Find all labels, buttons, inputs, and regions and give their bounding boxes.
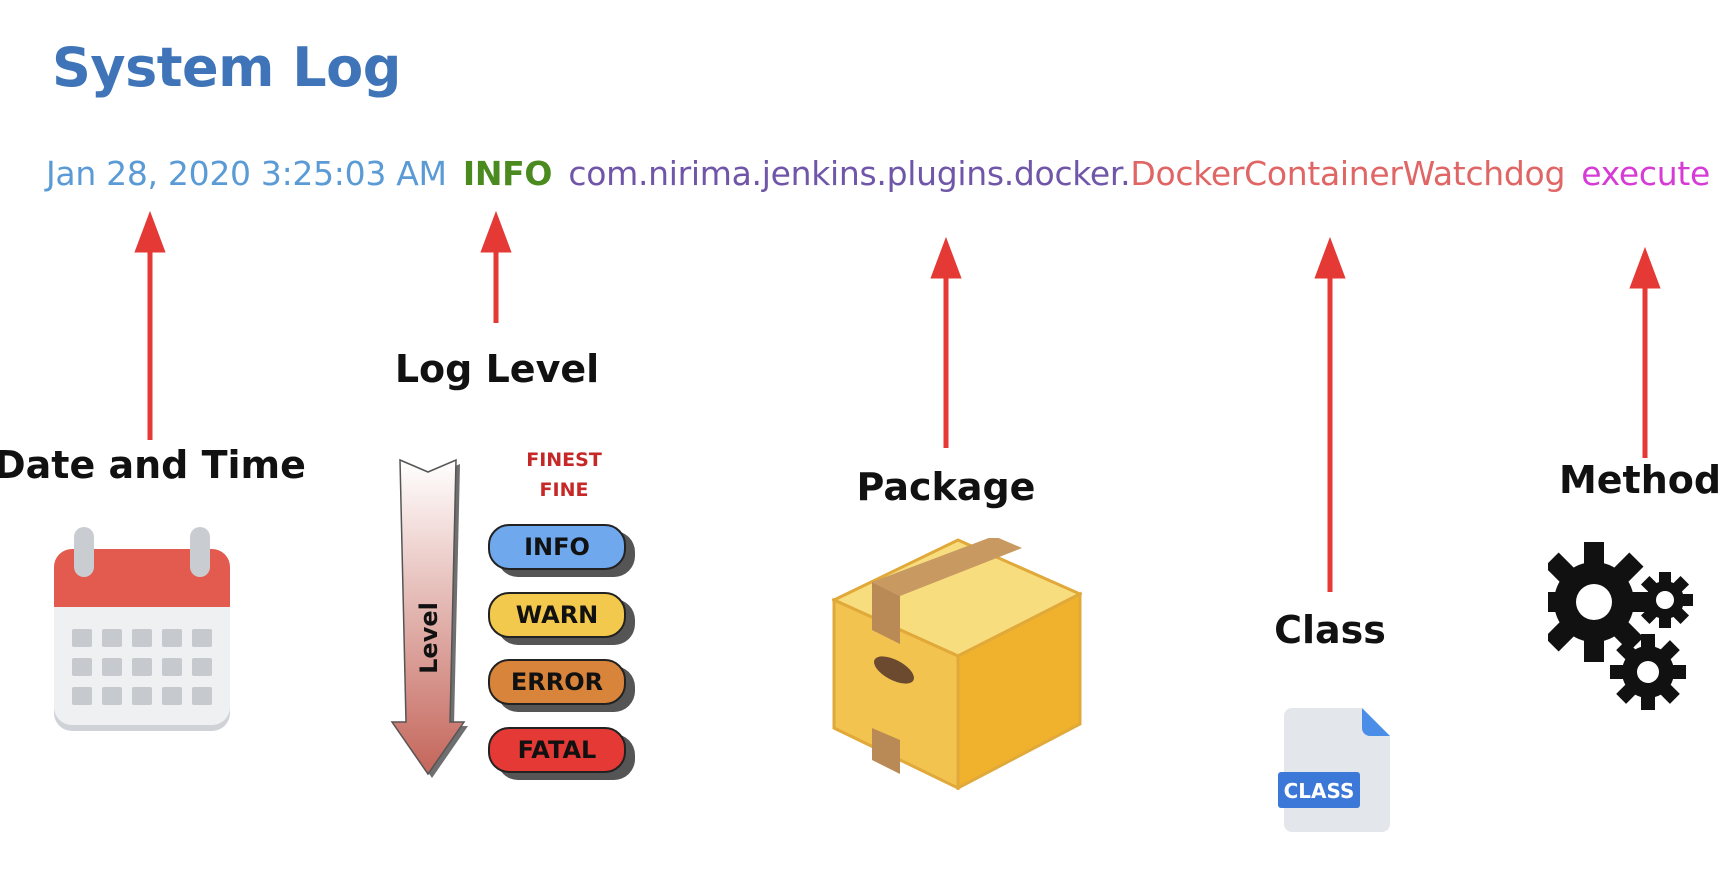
log-line: Jan 28, 2020 3:25:03 AM INFO com.nirima.… (46, 154, 1710, 193)
arrowhead-class (1314, 236, 1346, 279)
level-fine: FINE (539, 479, 589, 501)
level-finest: FINEST (526, 449, 602, 471)
label-method: Method (1558, 458, 1722, 502)
page-title: System Log (52, 36, 401, 99)
class-file-icon: CLASS (1278, 708, 1390, 832)
log-level: INFO (462, 154, 553, 193)
box-icon (832, 538, 1082, 790)
arrowhead-date-time (134, 210, 166, 253)
arrowhead-package (930, 236, 962, 279)
label-package: Package (856, 465, 1036, 509)
label-log-level: Log Level (394, 347, 600, 391)
level-pill-fatal: FATAL (488, 727, 626, 773)
level-pill-warn: WARN (488, 592, 626, 638)
level-arrow-label: Level (415, 602, 443, 674)
label-date-time: Date and Time (0, 443, 306, 487)
log-method: execute (1581, 154, 1711, 193)
log-class: DockerContainerWatchdog (1130, 154, 1566, 193)
level-down-arrow: Level (390, 458, 468, 778)
level-pill-info: INFO (488, 524, 626, 570)
log-package: com.nirima.jenkins.plugins.docker. (568, 154, 1131, 193)
class-file-label: CLASS (1284, 779, 1355, 803)
level-pill-error: ERROR (488, 659, 626, 705)
arrowhead-method (1629, 246, 1661, 289)
arrowhead-log-level (480, 210, 512, 253)
label-class: Class (1274, 608, 1386, 652)
log-date-time: Jan 28, 2020 3:25:03 AM (46, 154, 447, 193)
gears-icon (1548, 542, 1693, 710)
calendar-icon (54, 527, 230, 731)
